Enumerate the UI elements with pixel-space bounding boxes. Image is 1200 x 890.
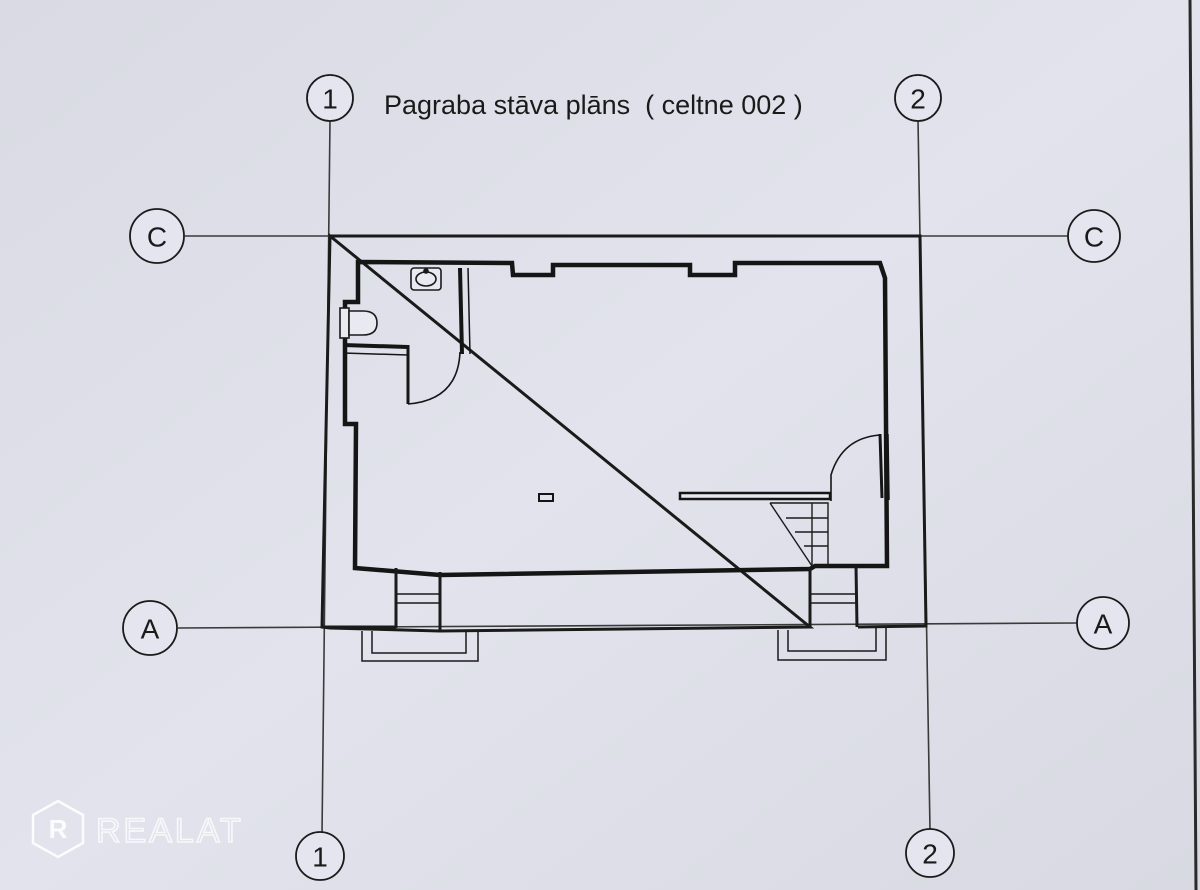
wc-door-swing	[407, 351, 461, 405]
watermark-logo-letter: R	[49, 814, 68, 844]
grid-bubble-a-left	[122, 600, 178, 656]
stair-door-frame	[887, 433, 890, 501]
stair-outline	[770, 502, 829, 567]
plan-title: Pagraba stāva plāns ( celtne 002 )	[384, 90, 803, 120]
paper-edge	[1188, 0, 1198, 890]
outer-walls	[320, 232, 928, 633]
wc-partition-horizontal-inner	[342, 352, 409, 356]
axis-label-1-top: 1	[322, 84, 338, 115]
sink-basin	[415, 271, 437, 287]
grid-bubble-1-top	[306, 74, 354, 122]
grid-bubble-c-right	[1067, 209, 1121, 263]
entry-pad-left-outer	[361, 631, 479, 662]
column-icon	[538, 493, 554, 502]
watermark-logo-icon	[31, 799, 85, 859]
grid-bubble-1-bottom	[295, 831, 345, 881]
watermark: R REALAT	[31, 799, 244, 859]
sink-tap	[423, 268, 429, 274]
axis-label-c-right: C	[1084, 222, 1104, 253]
stair-door-swing	[830, 434, 881, 501]
axis-label-a-left: A	[141, 614, 160, 645]
axis-label-a-right: A	[1094, 609, 1113, 640]
window-well-left-walls	[394, 568, 442, 631]
stair-door-leaf	[878, 433, 884, 499]
grid-bubble-a-right	[1076, 596, 1130, 650]
grid-bubble-2-bottom	[905, 828, 955, 878]
wc-partition-vertical-inner	[467, 267, 471, 355]
entry-pad-left-inner	[371, 631, 467, 654]
wc-partition-vertical	[458, 267, 464, 355]
interior-wall	[342, 259, 890, 578]
grid-bubble-c-left	[129, 208, 185, 264]
stair-partition	[678, 491, 832, 501]
axis-label-2-top: 2	[910, 84, 926, 115]
toilet-tank	[339, 307, 350, 339]
entry-pad-right-inner	[787, 628, 877, 652]
window-well-left-sill	[396, 593, 440, 604]
stair-diagonal	[769, 502, 813, 567]
axis-label-1-bottom: 1	[312, 842, 328, 873]
axis-label-2-bottom: 2	[922, 839, 938, 870]
watermark-text: REALAT	[96, 812, 244, 850]
window-well-right-walls	[808, 565, 859, 628]
entry-pad-right-outer	[777, 628, 887, 661]
window-well-right-sill	[810, 593, 856, 604]
toilet-icon	[348, 310, 378, 336]
wc-partition-horizontal	[342, 343, 409, 349]
axis-label-c-left: C	[147, 222, 167, 253]
stairs-icon	[769, 502, 829, 567]
grid-bubble-2-top	[894, 74, 942, 122]
